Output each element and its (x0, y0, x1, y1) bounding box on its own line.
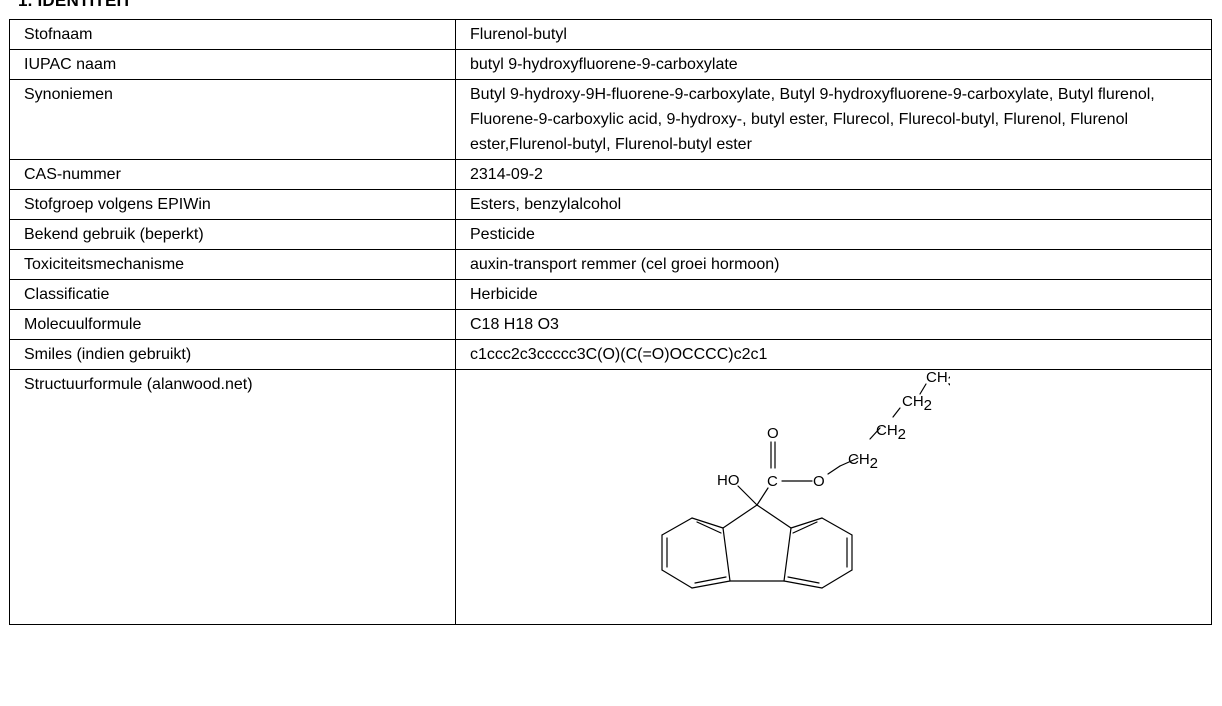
atom-labels: CH3 CH2 CH2 CH2 O C O HO (717, 369, 950, 490)
label-molecuulformule: Molecuulformule (9, 309, 456, 340)
table-row: Stofnaam Flurenol-butyl (9, 19, 1212, 50)
atom-ch2-a: CH2 (902, 393, 932, 414)
value-bekend-gebruik: Pesticide (455, 219, 1212, 250)
atom-ch3-sub: 3 (948, 373, 950, 390)
value-smiles: c1ccc2c3ccccc3C(O)(C(=O)OCCCC)c2c1 (455, 339, 1212, 370)
table-row: CAS-nummer 2314-09-2 (9, 159, 1212, 190)
atom-hydroxyl: HO (717, 472, 740, 489)
structure-wrap: CH3 CH2 CH2 CH2 O C O HO (470, 369, 1201, 622)
atom-ch2-c-text: CH (848, 451, 870, 468)
value-iupac-naam: butyl 9-hydroxyfluorene-9-carboxylate (455, 49, 1212, 80)
atom-ch2-b: CH2 (876, 422, 906, 443)
table-row: Toxiciteitsmechanisme auxin-transport re… (9, 249, 1212, 280)
value-molecuulformule: C18 H18 O3 (455, 309, 1212, 340)
label-cas-nummer: CAS-nummer (9, 159, 456, 190)
bond-lines (661, 383, 927, 589)
label-toxiciteitsmechanisme: Toxiciteitsmechanisme (9, 249, 456, 280)
table-row: Bekend gebruik (beperkt) Pesticide (9, 219, 1212, 250)
label-iupac-naam: IUPAC naam (9, 49, 456, 80)
structure-cell: CH3 CH2 CH2 CH2 O C O HO (455, 369, 1212, 625)
identity-table: Stofnaam Flurenol-butyl IUPAC naam butyl… (9, 19, 1212, 625)
table-row: Smiles (indien gebruikt) c1ccc2c3ccccc3C… (9, 339, 1212, 370)
table-row: IUPAC naam butyl 9-hydroxyfluorene-9-car… (9, 49, 1212, 80)
label-stofnaam: Stofnaam (9, 19, 456, 50)
atom-ch2-b-sub: 2 (898, 426, 906, 443)
label-stofgroep: Stofgroep volgens EPIWin (9, 189, 456, 220)
table-row: Structuurformule (alanwood.net) (9, 369, 1212, 625)
label-classificatie: Classificatie (9, 279, 456, 310)
atom-ester-o: O (813, 473, 825, 490)
label-bekend-gebruik: Bekend gebruik (beperkt) (9, 219, 456, 250)
table-row: Synoniemen Butyl 9-hydroxy-9H-fluorene-9… (9, 79, 1212, 160)
section-heading: 1. IDENTITEIT (18, 0, 133, 10)
label-smiles: Smiles (indien gebruikt) (9, 339, 456, 370)
label-synoniemen: Synoniemen (9, 79, 456, 160)
atom-ch2-a-text: CH (902, 393, 924, 410)
value-synoniemen: Butyl 9-hydroxy-9H-fluorene-9-carboxylat… (455, 79, 1212, 160)
atom-carbonyl-o: O (767, 425, 779, 442)
value-stofnaam: Flurenol-butyl (455, 19, 1212, 50)
atom-carbon: C (767, 473, 778, 490)
structural-formula: CH3 CH2 CH2 CH2 O C O HO (661, 369, 950, 589)
atom-ch2-c-sub: 2 (870, 455, 878, 472)
label-structuurformule: Structuurformule (alanwood.net) (9, 369, 456, 625)
atom-ch3-text: CH (926, 369, 948, 386)
value-stofgroep: Esters, benzylalcohol (455, 189, 1212, 220)
value-classificatie: Herbicide (455, 279, 1212, 310)
table-row: Classificatie Herbicide (9, 279, 1212, 310)
table-row: Stofgroep volgens EPIWin Esters, benzyla… (9, 189, 1212, 220)
atom-ch2-c: CH2 (848, 451, 878, 472)
atom-ch2-a-sub: 2 (924, 397, 932, 414)
table-row: Molecuulformule C18 H18 O3 (9, 309, 1212, 340)
atom-ch2-b-text: CH (876, 422, 898, 439)
atom-ch3: CH3 (926, 369, 950, 390)
value-cas-nummer: 2314-09-2 (455, 159, 1212, 190)
value-toxiciteitsmechanisme: auxin-transport remmer (cel groei hormoo… (455, 249, 1212, 280)
